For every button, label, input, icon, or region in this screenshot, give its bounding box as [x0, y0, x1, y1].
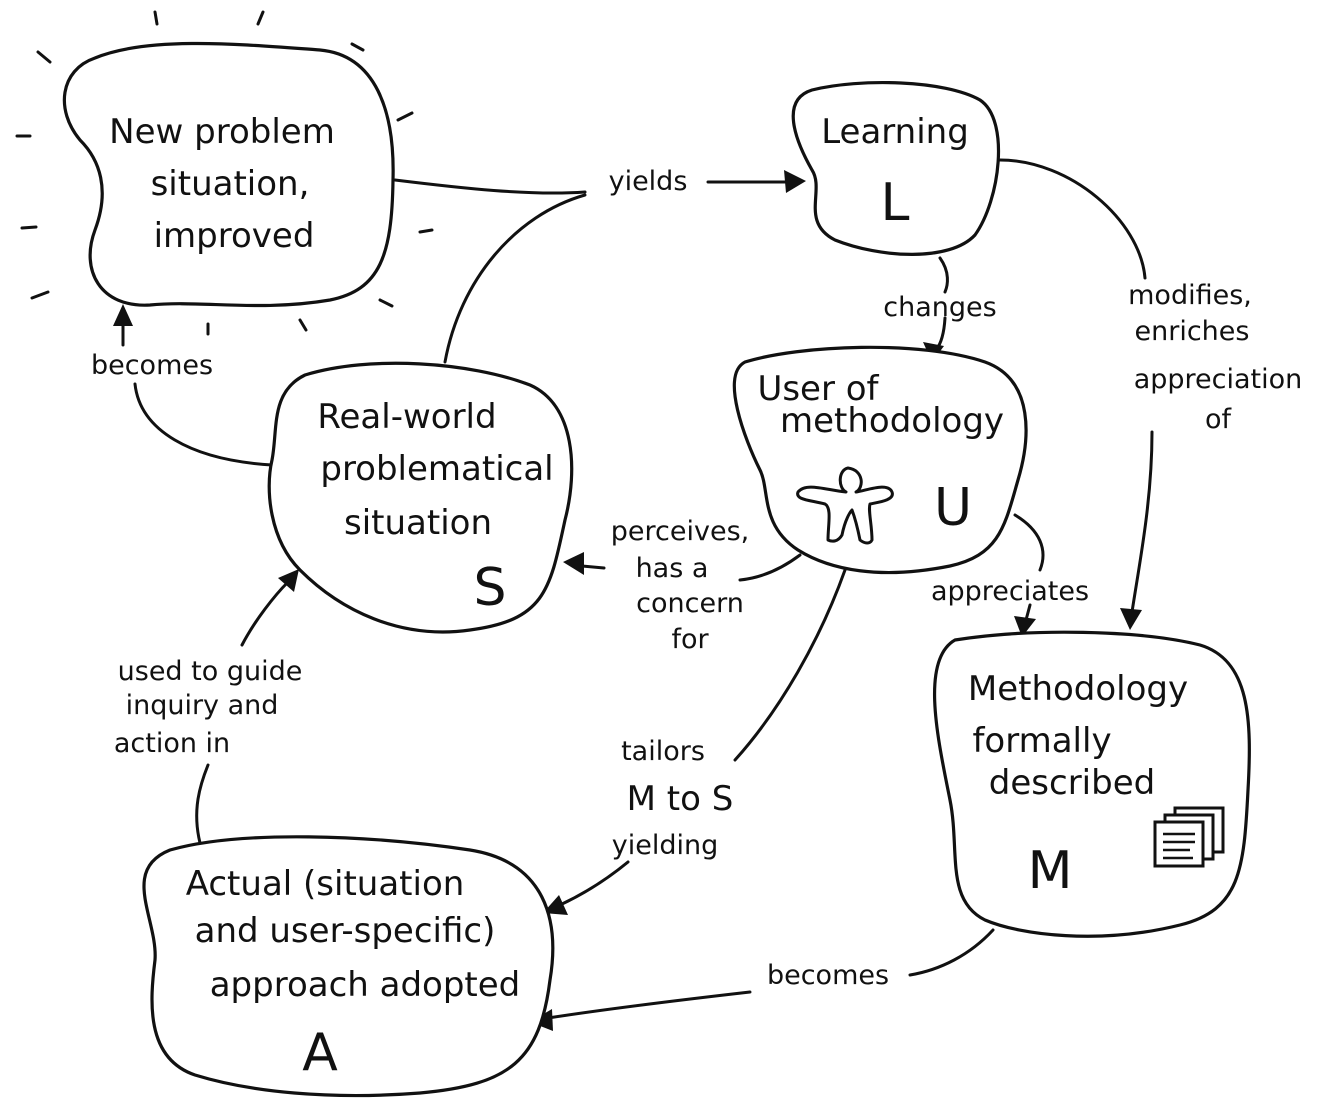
edge-label-tailors: yielding — [612, 830, 718, 861]
edge-user-to-tailors — [733, 568, 847, 762]
node-new-problem — [62, 41, 395, 308]
label-line: Learning — [821, 112, 969, 152]
radiance-icon — [15, 10, 434, 336]
arrowhead-real-world-2 — [278, 569, 299, 592]
edge-appreciates-to-methodology — [1024, 603, 1032, 622]
label-line: formally — [972, 721, 1111, 761]
edge-label-modifies: of — [1205, 404, 1233, 435]
edge-user-to-appreciates — [1013, 513, 1045, 572]
edge-user-to-perceives — [738, 553, 802, 582]
node-new-problem-text: New problem situation, improved — [109, 112, 335, 256]
arrowhead-learning — [784, 170, 806, 193]
edge-label-changes: changes — [883, 292, 996, 323]
edge-real-world-to-yields — [443, 193, 587, 364]
edge-label-used-to-guide: action in — [114, 728, 230, 759]
edge-real-world-to-becomes — [133, 382, 274, 467]
label-line: problematical — [320, 449, 553, 489]
label-line: Real-world — [317, 397, 496, 437]
edge-label-becomes-bottom: becomes — [767, 960, 889, 991]
edge-label-modifies: enriches — [1135, 316, 1250, 347]
node-methodology-text: Methodology formally described M — [968, 669, 1188, 901]
arrowhead-methodology-2 — [1014, 616, 1036, 637]
connectors — [113, 158, 1154, 1031]
node-learning — [791, 81, 1001, 256]
label-line: situation — [344, 503, 492, 543]
edge-label-modifies: modifies, — [1128, 280, 1252, 311]
node-actual-text: Actual (situation and user-specific) app… — [186, 864, 521, 1083]
edge-methodology-to-becomes — [908, 928, 995, 977]
edge-new-problem-to-yields — [393, 178, 587, 195]
arrowhead-new-problem — [113, 304, 133, 326]
symbol-label: A — [302, 1023, 338, 1083]
edge-label-yields: yields — [609, 166, 688, 197]
edge-label-perceives: concern — [636, 588, 744, 619]
edge-label-modifies: appreciation — [1134, 364, 1303, 395]
node-user — [732, 345, 1028, 575]
edge-label-perceives: for — [671, 624, 709, 655]
label-line: New problem — [109, 112, 335, 152]
label-line: approach adopted — [210, 965, 521, 1005]
arrowhead-real-world-1 — [563, 552, 584, 575]
symbol-label: U — [934, 478, 972, 538]
label-line: User of — [757, 369, 879, 409]
edge-label-used-to-guide: inquiry and — [126, 690, 279, 721]
node-real-world — [267, 361, 574, 634]
label-line: improved — [154, 216, 315, 256]
label-line: Methodology — [968, 669, 1188, 709]
edge-modifies-to-methodology — [1130, 430, 1154, 614]
edge-label-tailors: tailors — [621, 736, 705, 767]
edge-yielding-to-actual — [558, 860, 630, 907]
node-learning-text: Learning L — [821, 112, 969, 233]
person-icon — [796, 466, 894, 545]
edge-actual-to-used — [195, 763, 210, 845]
node-user-text: User of methodology U — [757, 369, 1004, 538]
label-line: described — [989, 763, 1155, 803]
node-real-world-text: Real-world problematical situation S — [317, 397, 553, 618]
edge-perceives-to-real-world — [580, 564, 606, 570]
label-line: methodology — [780, 401, 1004, 441]
arrowhead-methodology-1 — [1120, 608, 1142, 630]
edge-learning-to-modifies — [998, 158, 1147, 280]
edge-label-perceives: perceives, — [611, 516, 749, 547]
edge-learning-to-changes — [938, 256, 949, 294]
edge-label-used-to-guide: used to guide — [118, 656, 303, 687]
arrowhead-actual-1 — [543, 895, 568, 915]
node-actual — [142, 835, 555, 1098]
edge-label-tailors: M to S — [627, 779, 734, 819]
edge-label-appreciates: appreciates — [931, 576, 1089, 607]
symbol-label: L — [881, 173, 910, 233]
edge-label-perceives: has a — [636, 553, 709, 584]
edge-becomes-to-actual — [546, 990, 752, 1020]
label-line: Actual (situation — [186, 864, 465, 904]
label-line: situation, — [151, 164, 310, 204]
edge-label-becomes-top: becomes — [91, 350, 213, 381]
document-stack-icon — [1153, 806, 1225, 868]
edge-used-to-real-world — [240, 580, 290, 647]
label-line: and user-specific) — [195, 911, 496, 951]
symbol-label: S — [473, 558, 506, 618]
symbol-label: M — [1028, 841, 1073, 901]
edge-labels: yields changes modifies, enriches apprec… — [91, 166, 1302, 991]
